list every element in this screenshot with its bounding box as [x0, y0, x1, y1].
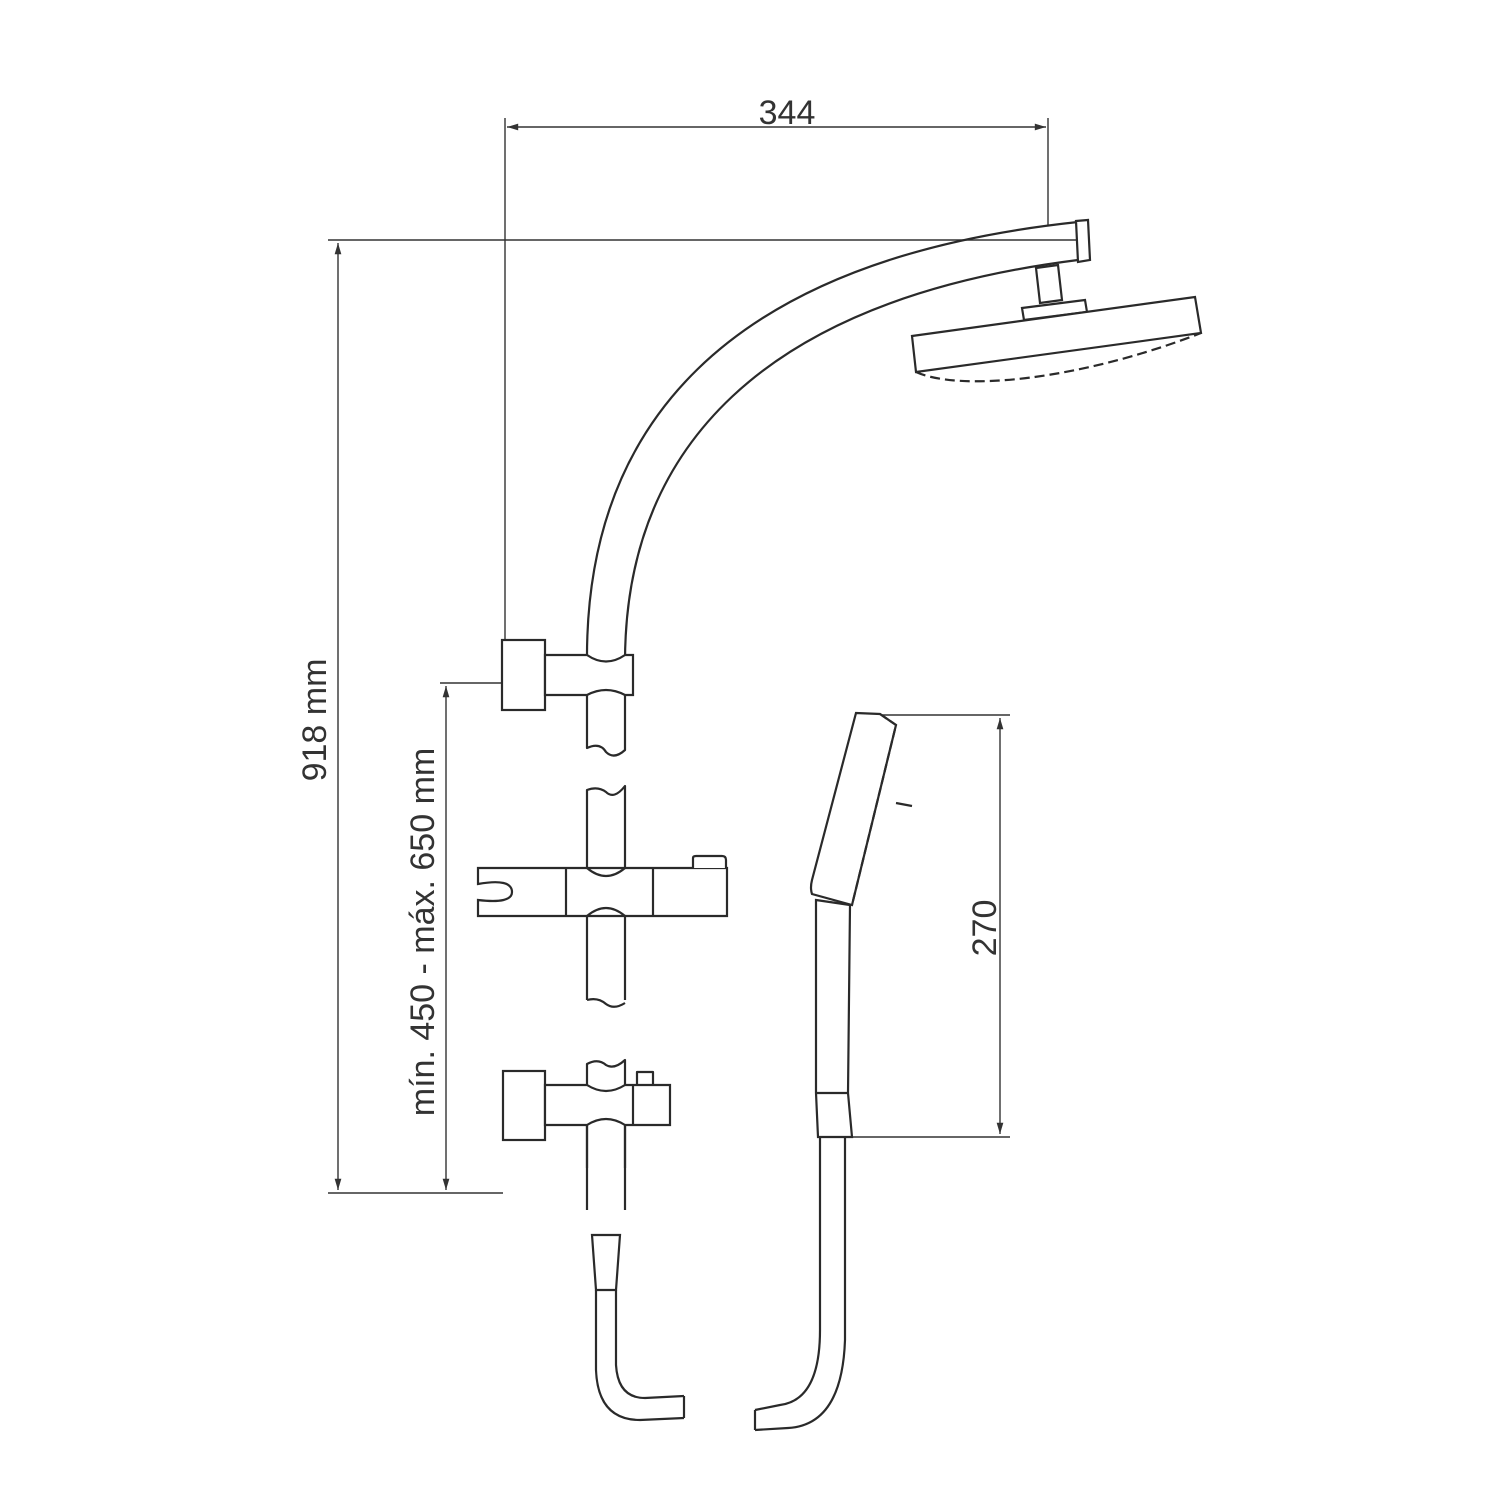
dimension-bracket-spacing: mín. 450 - máx. 650 mm [404, 682, 503, 1190]
dimension-344: 344 [504, 94, 1049, 682]
dimension-label-918: 918 mm [296, 659, 334, 782]
dimension-label-344: 344 [759, 94, 816, 132]
dimension-label-270: 270 [966, 900, 1004, 957]
shower-arm [585, 218, 1092, 663]
top-wall-bracket[interactable] [500, 638, 635, 712]
bottom-wall-bracket[interactable] [501, 1069, 672, 1142]
hand-shower[interactable] [809, 711, 913, 1139]
hose-outlet [585, 1125, 686, 1422]
hand-shower-slider[interactable] [476, 854, 729, 918]
overhead-shower-head [910, 263, 1203, 383]
dimension-918: 918 mm [296, 239, 1080, 1194]
shower-hose [753, 1137, 847, 1432]
dimension-label-bracket-spacing: mín. 450 - máx. 650 mm [404, 748, 442, 1116]
